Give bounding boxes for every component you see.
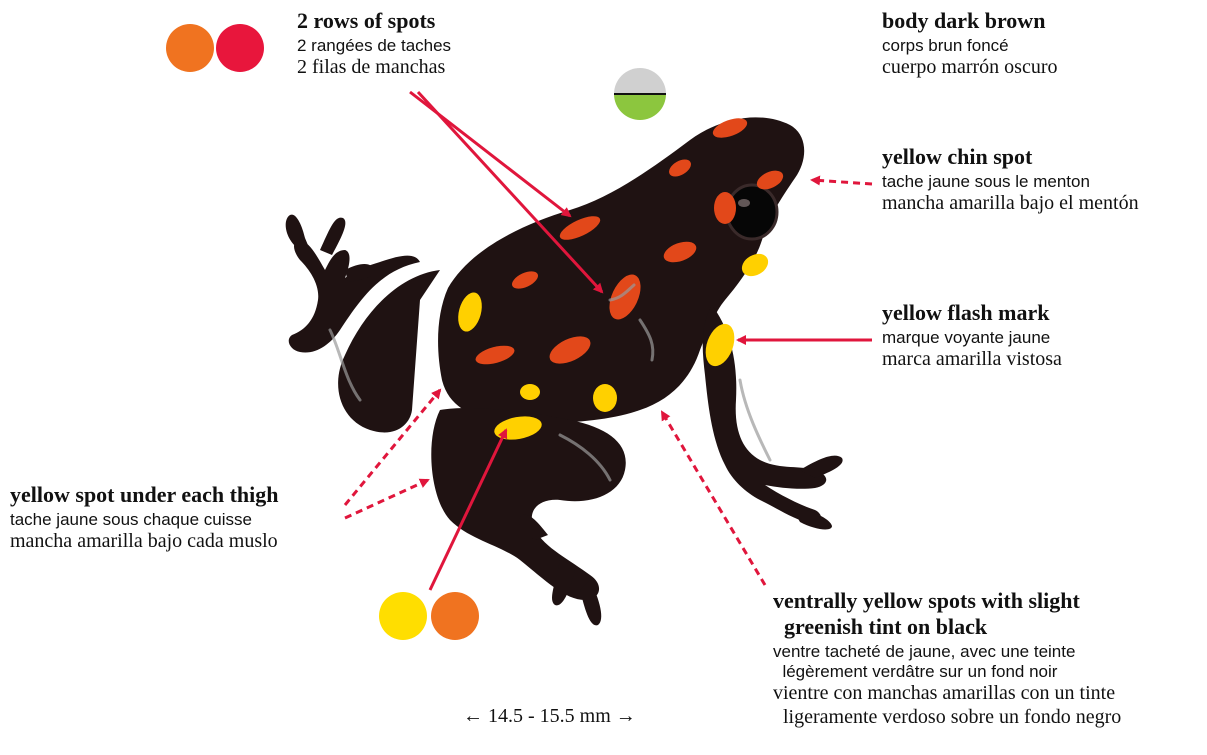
swatch-yellow-bottom xyxy=(379,592,427,640)
swatch-orange-bottom xyxy=(431,592,479,640)
arrow-chin-spot xyxy=(812,180,872,184)
label-thigh-spot-fr: tache jaune sous chaque cuisse xyxy=(10,510,279,530)
frog-illustration xyxy=(286,117,843,625)
label-thigh-spot-es: mancha amarilla bajo cada muslo xyxy=(10,530,279,554)
frog-right-hand xyxy=(790,456,843,530)
label-flash-mark: yellow flash mark marque voyante jaune m… xyxy=(882,300,1062,372)
label-body-color-en: body dark brown xyxy=(882,8,1058,34)
label-ventral-fr: ventre tacheté de jaune, avec une teinte… xyxy=(773,642,1121,682)
label-ventral-en: ventrally yellow spots with slight green… xyxy=(773,588,1121,640)
label-flash-mark-es: marca amarilla vistosa xyxy=(882,348,1062,372)
label-thigh-spot: yellow spot under each thigh tache jaune… xyxy=(10,482,279,554)
label-flash-mark-fr: marque voyante jaune xyxy=(882,328,1062,348)
label-flash-mark-en: yellow flash mark xyxy=(882,300,1062,326)
label-rows-of-spots: 2 rows of spots 2 rangées de taches 2 fi… xyxy=(297,8,451,80)
label-thigh-spot-en: yellow spot under each thigh xyxy=(10,482,279,508)
arrow-ventral xyxy=(662,412,765,585)
label-chin-spot-es: mancha amarilla bajo el mentón xyxy=(882,192,1139,216)
size-range-label: ← 14.5 - 15.5 mm → xyxy=(463,705,636,728)
label-ventral-es: vientre con manchas amarillas con un tin… xyxy=(773,682,1121,729)
label-body-color-fr: corps brun foncé xyxy=(882,36,1058,56)
label-rows-of-spots-fr: 2 rangées de taches xyxy=(297,36,451,56)
swatch-orange-top xyxy=(166,24,214,72)
frog-hind-foot xyxy=(519,515,601,626)
frog-hind-leg xyxy=(431,408,625,600)
arrow-thigh-lower xyxy=(345,480,428,518)
swatch-red-top xyxy=(216,24,264,72)
label-ventral: ventrally yellow spots with slight green… xyxy=(773,588,1121,729)
label-rows-of-spots-en: 2 rows of spots xyxy=(297,8,451,34)
label-body-color: body dark brown corps brun foncé cuerpo … xyxy=(882,8,1058,80)
label-chin-spot-fr: tache jaune sous le menton xyxy=(882,172,1139,192)
label-chin-spot: yellow chin spot tache jaune sous le men… xyxy=(882,144,1139,216)
swatch-belly xyxy=(614,68,666,120)
label-rows-of-spots-es: 2 filas de manchas xyxy=(297,56,451,80)
label-body-color-es: cuerpo marrón oscuro xyxy=(882,56,1058,80)
label-chin-spot-en: yellow chin spot xyxy=(882,144,1139,170)
